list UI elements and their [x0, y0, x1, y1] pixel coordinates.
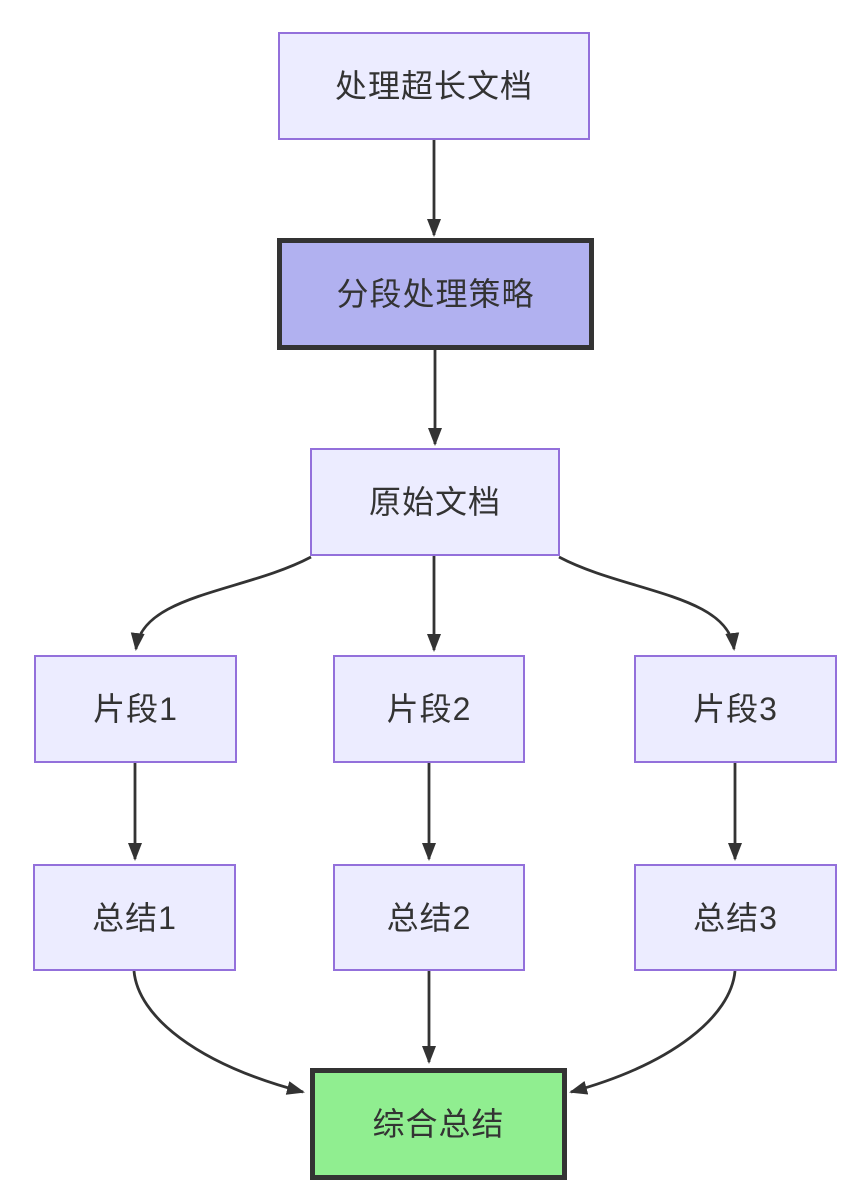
- node-original-doc: 原始文档: [310, 448, 560, 556]
- node-fragment-3: 片段3: [634, 655, 837, 763]
- edge-source-to-fragment-3: [558, 555, 740, 651]
- node-final-summary: 综合总结: [310, 1068, 567, 1180]
- edge-source-to-fragment-1: [130, 555, 312, 651]
- node-summary-3: 总结3: [634, 864, 837, 971]
- node-fragment-2-label: 片段2: [386, 691, 472, 727]
- node-final-summary-label: 综合总结: [372, 1106, 505, 1142]
- node-fragment-3-label: 片段3: [693, 691, 778, 727]
- node-original-doc-label: 原始文档: [368, 484, 501, 520]
- node-fragment-1: 片段1: [34, 655, 237, 763]
- node-summary-2-label: 总结2: [386, 899, 472, 936]
- node-segmentation-strategy: 分段处理策略: [277, 238, 594, 350]
- node-summary-1-label: 总结1: [92, 899, 177, 936]
- node-fragment-2: 片段2: [333, 655, 525, 763]
- edge-summary-3-to-final: [569, 970, 737, 1095]
- edge-summary-1-to-final: [132, 970, 305, 1095]
- node-summary-2: 总结2: [333, 864, 525, 971]
- node-summary-3-label: 总结3: [693, 899, 778, 936]
- node-process-long-doc-label: 处理超长文档: [334, 68, 533, 104]
- node-segmentation-strategy-label: 分段处理策略: [336, 276, 535, 312]
- node-process-long-doc: 处理超长文档: [278, 32, 590, 140]
- node-summary-1: 总结1: [33, 864, 236, 971]
- node-fragment-1-label: 片段1: [93, 691, 178, 727]
